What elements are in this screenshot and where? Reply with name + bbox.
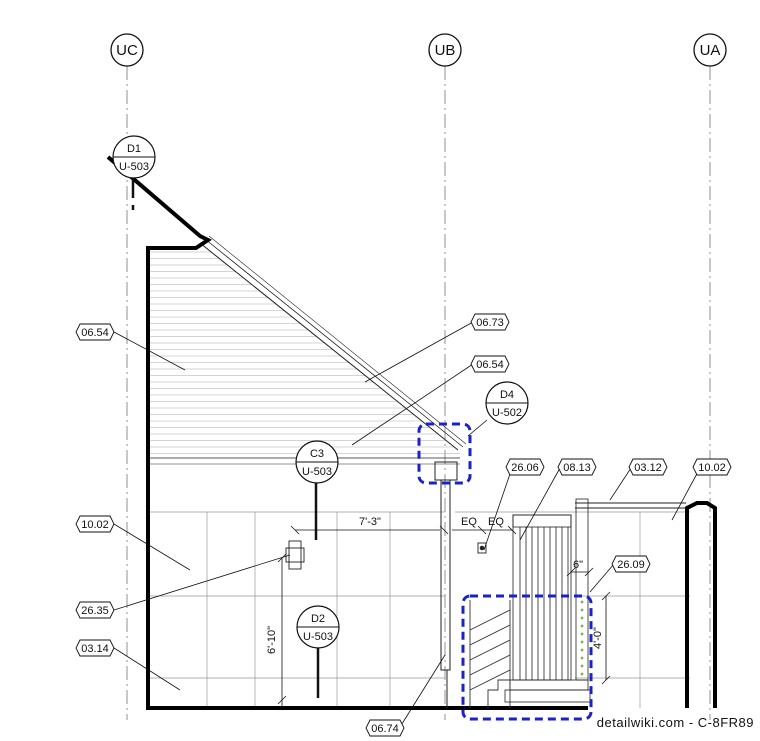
keynote-label: 03.12 — [634, 462, 662, 474]
detail-number: D1 — [127, 143, 141, 155]
dimension-lines — [277, 525, 611, 708]
keynote-06-54-left[interactable]: 06.54 — [75, 323, 115, 341]
dimension-labels: 7'-3" EQ EQ 6'-10" 6" 4'-0" — [266, 516, 604, 654]
dimension-eq-2: EQ — [488, 516, 504, 528]
sheet-number: U-503 — [302, 466, 332, 478]
keynote-10-02-left[interactable]: 10.02 — [75, 515, 115, 533]
keynote-03-14[interactable]: 03.14 — [75, 639, 115, 657]
detail-number: C3 — [310, 448, 324, 460]
keynote-label: 06.73 — [476, 317, 504, 329]
light-dot — [580, 648, 584, 652]
sheet-number: U-502 — [492, 407, 522, 419]
sheet-number: U-503 — [303, 631, 333, 643]
grid-bubble-uc: UC — [110, 33, 144, 67]
grid-label-ub: UB — [435, 42, 456, 59]
keynote-26-09[interactable]: 26.09 — [611, 555, 651, 573]
keynote-10-02-right[interactable]: 10.02 — [692, 458, 732, 476]
detail-references: D1 U-503 D4 U-502 C3 U-503 D2 U-503 — [112, 135, 529, 649]
keynote-label: 06.74 — [371, 723, 399, 735]
detail-ref-c3[interactable]: C3 U-503 — [295, 440, 339, 484]
detail-number: D2 — [311, 613, 325, 625]
keynote-label: 06.54 — [81, 327, 109, 339]
parapet-cap — [575, 502, 686, 509]
grid-bubble-ua: UA — [693, 33, 727, 67]
light-dot — [580, 640, 584, 644]
light-dot — [580, 600, 584, 604]
keynote-label: 10.02 — [698, 462, 726, 474]
dimension-four-foot: 4'-0" — [592, 627, 604, 649]
grid-lines — [126, 66, 711, 720]
keynote-26-06[interactable]: 26.06 — [505, 458, 545, 476]
detail-ref-d2[interactable]: D2 U-503 — [296, 605, 340, 649]
light-dot — [580, 664, 584, 668]
light-dot — [580, 624, 584, 628]
building-outline — [106, 155, 588, 710]
keynote-label: 26.35 — [81, 605, 109, 617]
watermark: detailwiki.com - C-8FR89 — [597, 715, 754, 730]
light-dot — [580, 616, 584, 620]
light-strip — [580, 600, 584, 676]
roof-siding — [150, 251, 460, 454]
keynote-label: 08.13 — [563, 462, 591, 474]
keynote-06-73[interactable]: 06.73 — [470, 313, 510, 331]
keynote-label: 10.02 — [81, 519, 109, 531]
grid-bubbles: UC UB UA — [110, 33, 727, 67]
wall-panels — [150, 511, 690, 708]
keynote-label: 26.06 — [511, 462, 539, 474]
keynote-06-74[interactable]: 06.74 — [365, 719, 405, 737]
detail-ref-d4[interactable]: D4 U-502 — [485, 381, 529, 425]
dimension-height: 6'-10" — [266, 626, 278, 654]
keynote-label: 03.14 — [81, 643, 109, 655]
keynote-label: 26.09 — [617, 559, 645, 571]
light-fixture-icon — [288, 540, 302, 570]
keynote-label: 06.54 — [476, 359, 504, 371]
sheet-number: U-503 — [119, 161, 149, 173]
light-dot — [580, 608, 584, 612]
stairs — [469, 600, 511, 708]
dimension-span: 7'-3" — [359, 516, 381, 528]
keynote-03-12[interactable]: 03.12 — [628, 458, 668, 476]
grid-bubble-ub: UB — [428, 33, 462, 67]
keynote-26-35[interactable]: 26.35 — [75, 601, 115, 619]
grid-label-uc: UC — [116, 42, 138, 59]
keynote-06-54-right[interactable]: 06.54 — [470, 355, 510, 373]
detail-ref-d1[interactable]: D1 U-503 — [112, 135, 156, 179]
dimension-six-inch: 6" — [573, 559, 583, 571]
dimension-eq-1: EQ — [461, 516, 477, 528]
detail-number: D4 — [500, 389, 514, 401]
right-post — [685, 501, 717, 708]
light-dot — [580, 632, 584, 636]
gate — [504, 498, 591, 703]
highlight-box-stairs — [461, 594, 593, 721]
light-dot — [580, 656, 584, 660]
keynote-tags: 06.54 06.73 06.54 10.02 26.35 03.14 26.0… — [75, 313, 732, 737]
keynote-08-13[interactable]: 08.13 — [557, 458, 597, 476]
light-dot — [580, 672, 584, 676]
column — [434, 461, 458, 708]
highlight-box-d4 — [417, 422, 472, 485]
highlight-callouts — [417, 422, 593, 721]
grid-label-ua: UA — [700, 42, 721, 59]
wall-fixtures — [285, 540, 487, 570]
